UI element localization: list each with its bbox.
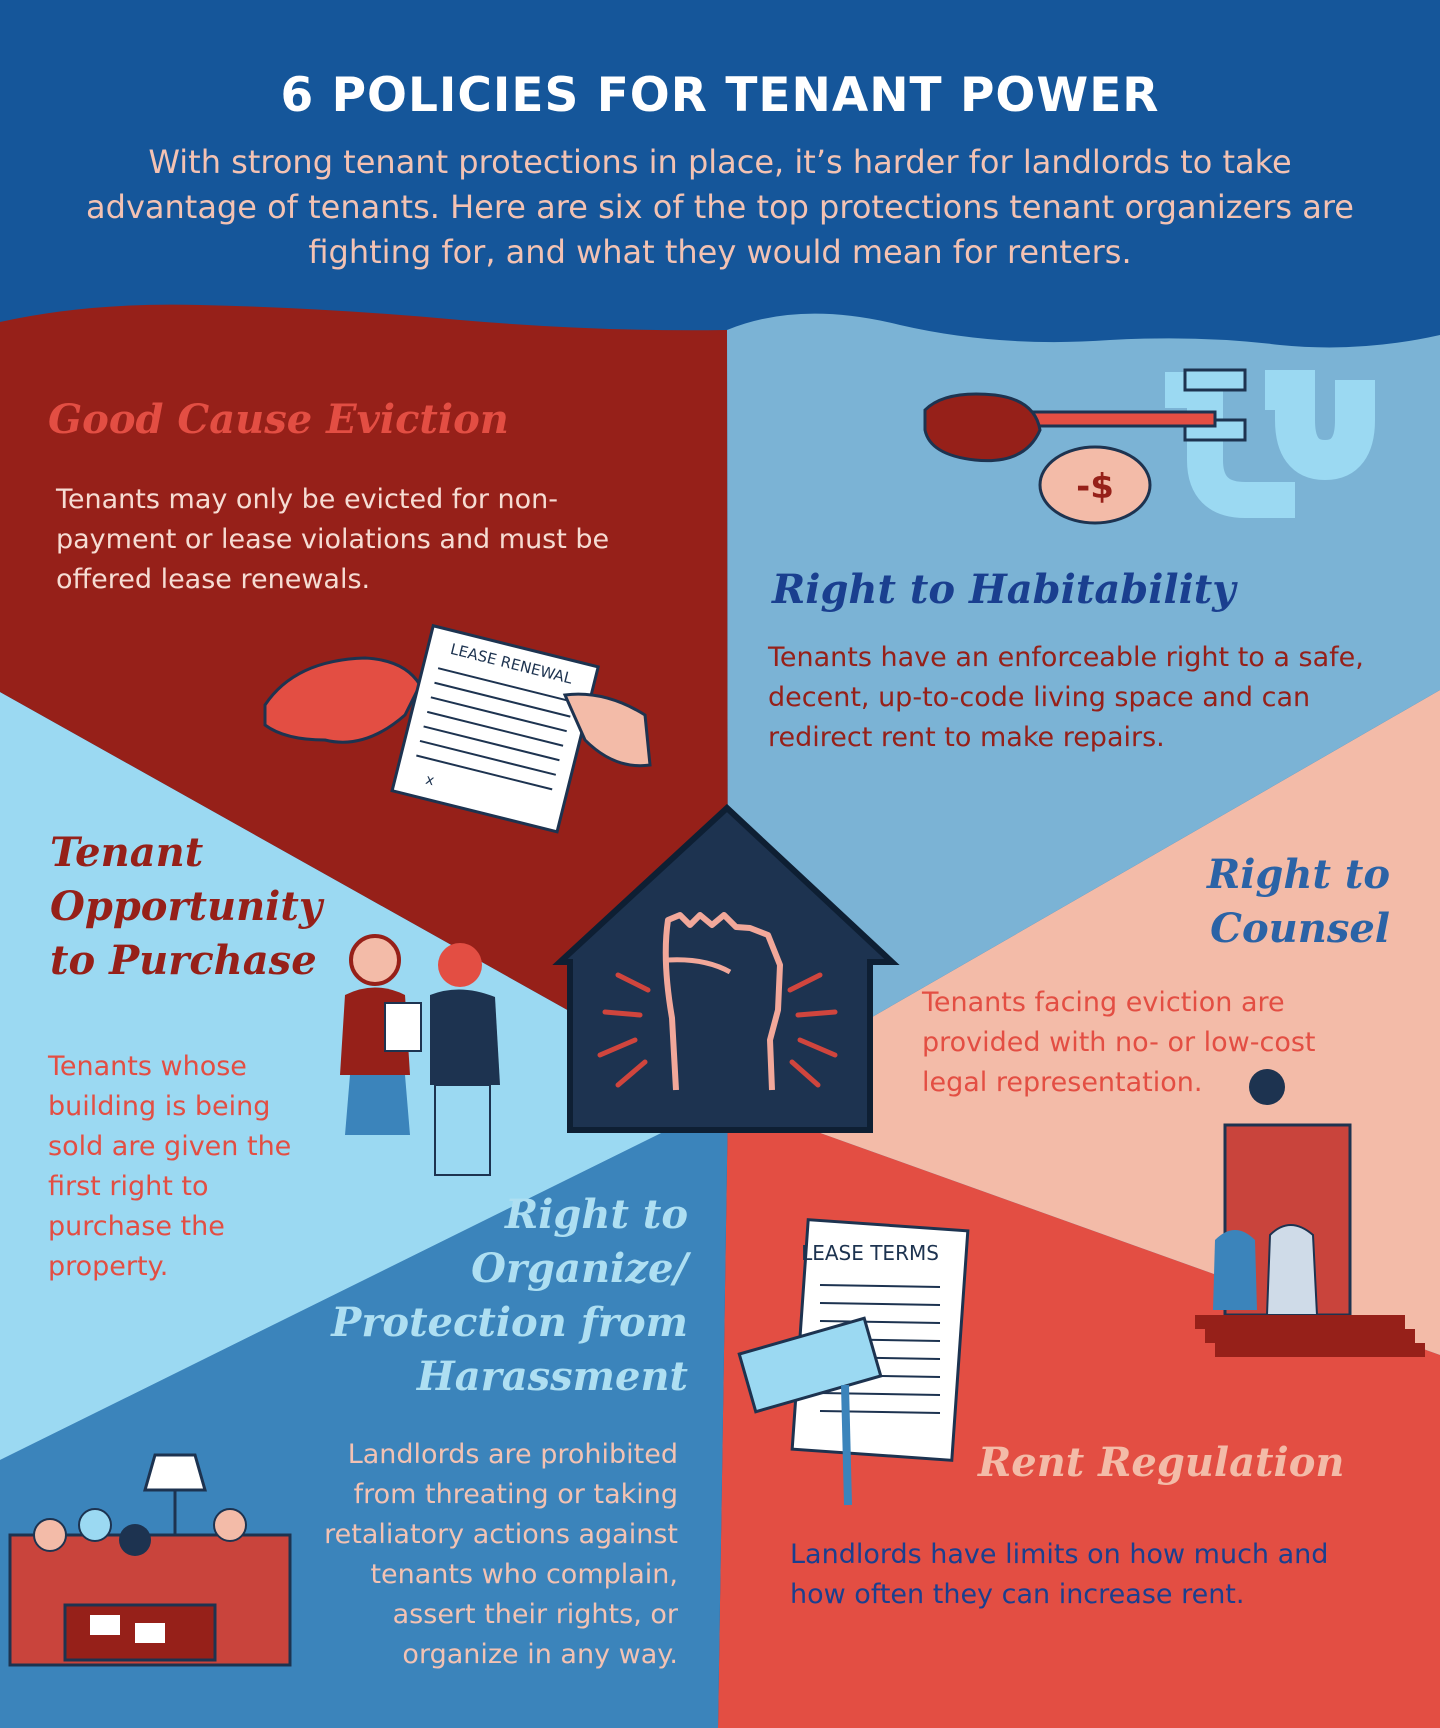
good-cause-eviction-text: Tenants may only be evicted for non-paym… [56, 484, 610, 595]
house-fist-icon [552, 803, 900, 1133]
habitability-heading: Right to Habitability [772, 566, 1236, 613]
two-tenants-illustration [340, 934, 500, 1176]
page-title: 6 POLICIES FOR TENANT POWER [280, 68, 1160, 123]
right-to-counsel-text: Tenants facing eviction are provided wit… [922, 987, 1316, 1098]
habitability-text: Tenants have an enforceable right to a s… [768, 642, 1364, 753]
tenant-meeting-illustration [8, 1453, 292, 1667]
lease-renewal-illustration: LEASE RENEWAL x [263, 623, 652, 834]
intro-text: With strong tenant protections in place,… [86, 143, 1354, 271]
tenant-purchase-heading: Tenant Opportunity to Purchase [50, 829, 323, 984]
dollar-sign-label: -$ [1076, 467, 1114, 507]
signature-mark: x [424, 772, 436, 790]
wrench-pipe-illustration: -$ [923, 368, 1375, 525]
courtroom-illustration [1195, 1069, 1425, 1357]
rent-regulation-text: Landlords have limits on how much and ho… [790, 1539, 1329, 1610]
rent-regulation-heading: Rent Regulation [978, 1439, 1345, 1486]
tenant-purchase-text: Tenants whose building is being sold are… [48, 1051, 292, 1282]
right-to-organize-heading: Right to Organize/ Protection from Haras… [331, 1191, 688, 1400]
good-cause-eviction-heading: Good Cause Eviction [48, 396, 509, 443]
lease-terms-illustration: LEASE TERMS [737, 1218, 970, 1506]
right-to-organize-text: Landlords are prohibited from threating … [324, 1439, 678, 1670]
lease-terms-label: LEASE TERMS [801, 1241, 939, 1265]
right-to-counsel-heading: Right to Counsel [1206, 851, 1390, 952]
